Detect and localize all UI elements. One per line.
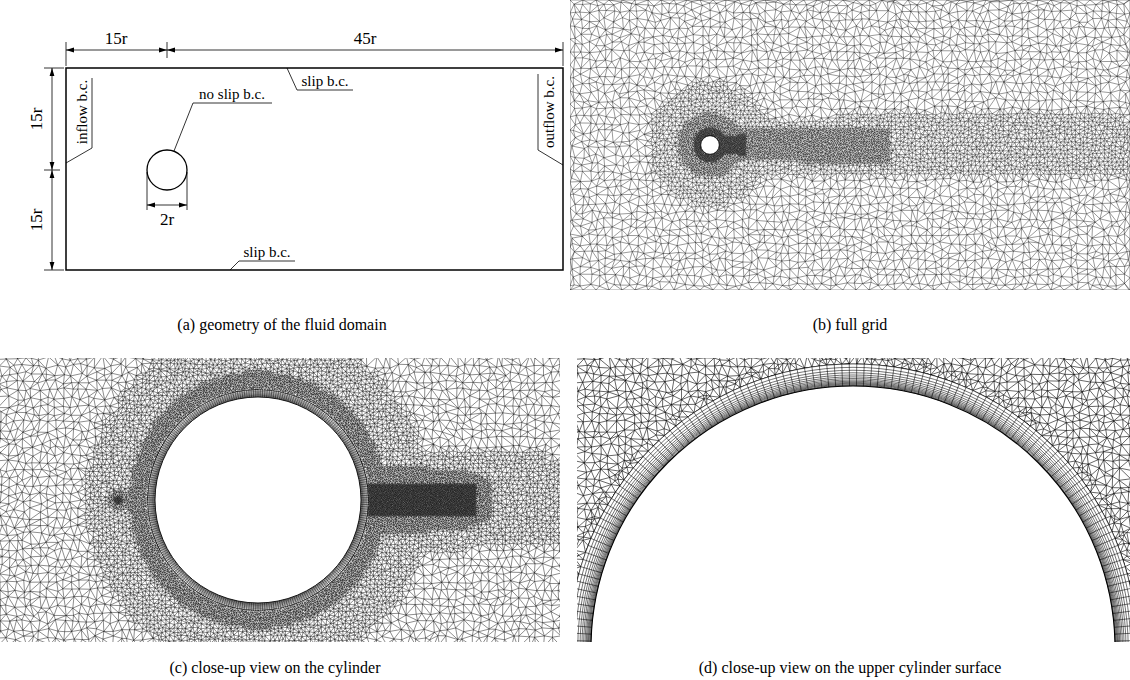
triangle-mesh — [0, 358, 560, 642]
boundary-layer-ring — [589, 384, 1117, 642]
boundary-layer-ring — [577, 370, 1130, 642]
surface-closeup-panel — [577, 358, 1130, 642]
cylinder — [701, 136, 720, 155]
boundary-layer-ring — [582, 377, 1124, 642]
extension-line — [147, 172, 148, 210]
boundary-layer-ring — [586, 381, 1120, 642]
leader-line — [538, 74, 563, 165]
dimension-line — [167, 50, 563, 51]
extension-line — [44, 270, 64, 271]
subfigure-caption: (d) close-up view on the upper cylinder … — [699, 660, 1002, 676]
mesh-mask — [148, 390, 368, 610]
leader-line — [66, 78, 92, 163]
leader-line — [287, 68, 353, 90]
triangle-mesh — [577, 358, 1130, 642]
boundary-layer-ring — [152, 394, 363, 605]
boundary-layer-ring — [154, 396, 362, 604]
dimension-label: 15r — [28, 108, 45, 131]
extension-line — [187, 172, 188, 210]
boundary-layer-ring — [584, 379, 1123, 642]
subfigure-caption: (c) close-up view on the cylinder — [169, 660, 380, 676]
boundary-layer-ring — [587, 382, 1118, 642]
boundary-layer-ring — [580, 375, 1126, 642]
boundary-layer-ring — [154, 396, 361, 603]
extension-line — [66, 42, 67, 66]
boundary-layer-ring — [577, 367, 1130, 642]
dimension-label: 15r — [28, 209, 45, 232]
boundary-layer-ring — [588, 383, 1117, 642]
dimension-line — [52, 68, 53, 170]
boundary-label: inflow b.c. — [75, 80, 90, 145]
boundary-layer-ring — [590, 385, 1116, 642]
subfigure-caption: (a) geometry of the fluid domain — [177, 317, 386, 333]
dimension-label: 15r — [105, 30, 128, 47]
boundary-layer-ring — [155, 397, 361, 603]
boundary-label: outflow b.c. — [542, 76, 557, 148]
boundary-layer-ring — [590, 385, 1115, 642]
boundary-layer-ring — [591, 386, 1115, 642]
fluid-domain — [66, 68, 563, 270]
boundary-layer-ring — [578, 373, 1128, 642]
subfigure-caption: (b) full grid — [813, 317, 888, 333]
leader-line — [230, 261, 295, 270]
dimension-line — [52, 170, 53, 270]
cylinder-closeup-panel — [0, 358, 560, 642]
boundary-layer-radials — [577, 364, 1130, 642]
boundary-layer-radials — [148, 390, 368, 610]
leader-line — [174, 103, 272, 151]
boundary-layer-ring — [149, 391, 366, 608]
dimension-label: 45r — [354, 30, 377, 47]
dimension-label: 2r — [160, 211, 174, 228]
triangle-mesh — [570, 0, 1130, 290]
boundary-layer-ring — [148, 390, 368, 610]
cylinder — [147, 150, 187, 190]
dimension-line — [147, 205, 187, 206]
boundary-layer-ring — [151, 393, 366, 608]
boundary-label: no slip b.c. — [199, 87, 265, 102]
mesh-mask — [577, 364, 1130, 642]
boundary-layer-ring — [577, 364, 1130, 642]
dimension-line — [66, 50, 167, 51]
boundary-layer-ring — [153, 395, 363, 605]
boundary-layer-ring — [585, 380, 1121, 642]
full-grid-panel — [570, 0, 1130, 290]
boundary-label: slip b.c. — [301, 74, 348, 89]
extension-line — [44, 68, 64, 69]
extension-line — [563, 42, 564, 66]
boundary-label: slip b.c. — [243, 245, 290, 260]
geometry-panel — [44, 42, 563, 270]
boundary-layer-ring — [152, 394, 365, 607]
